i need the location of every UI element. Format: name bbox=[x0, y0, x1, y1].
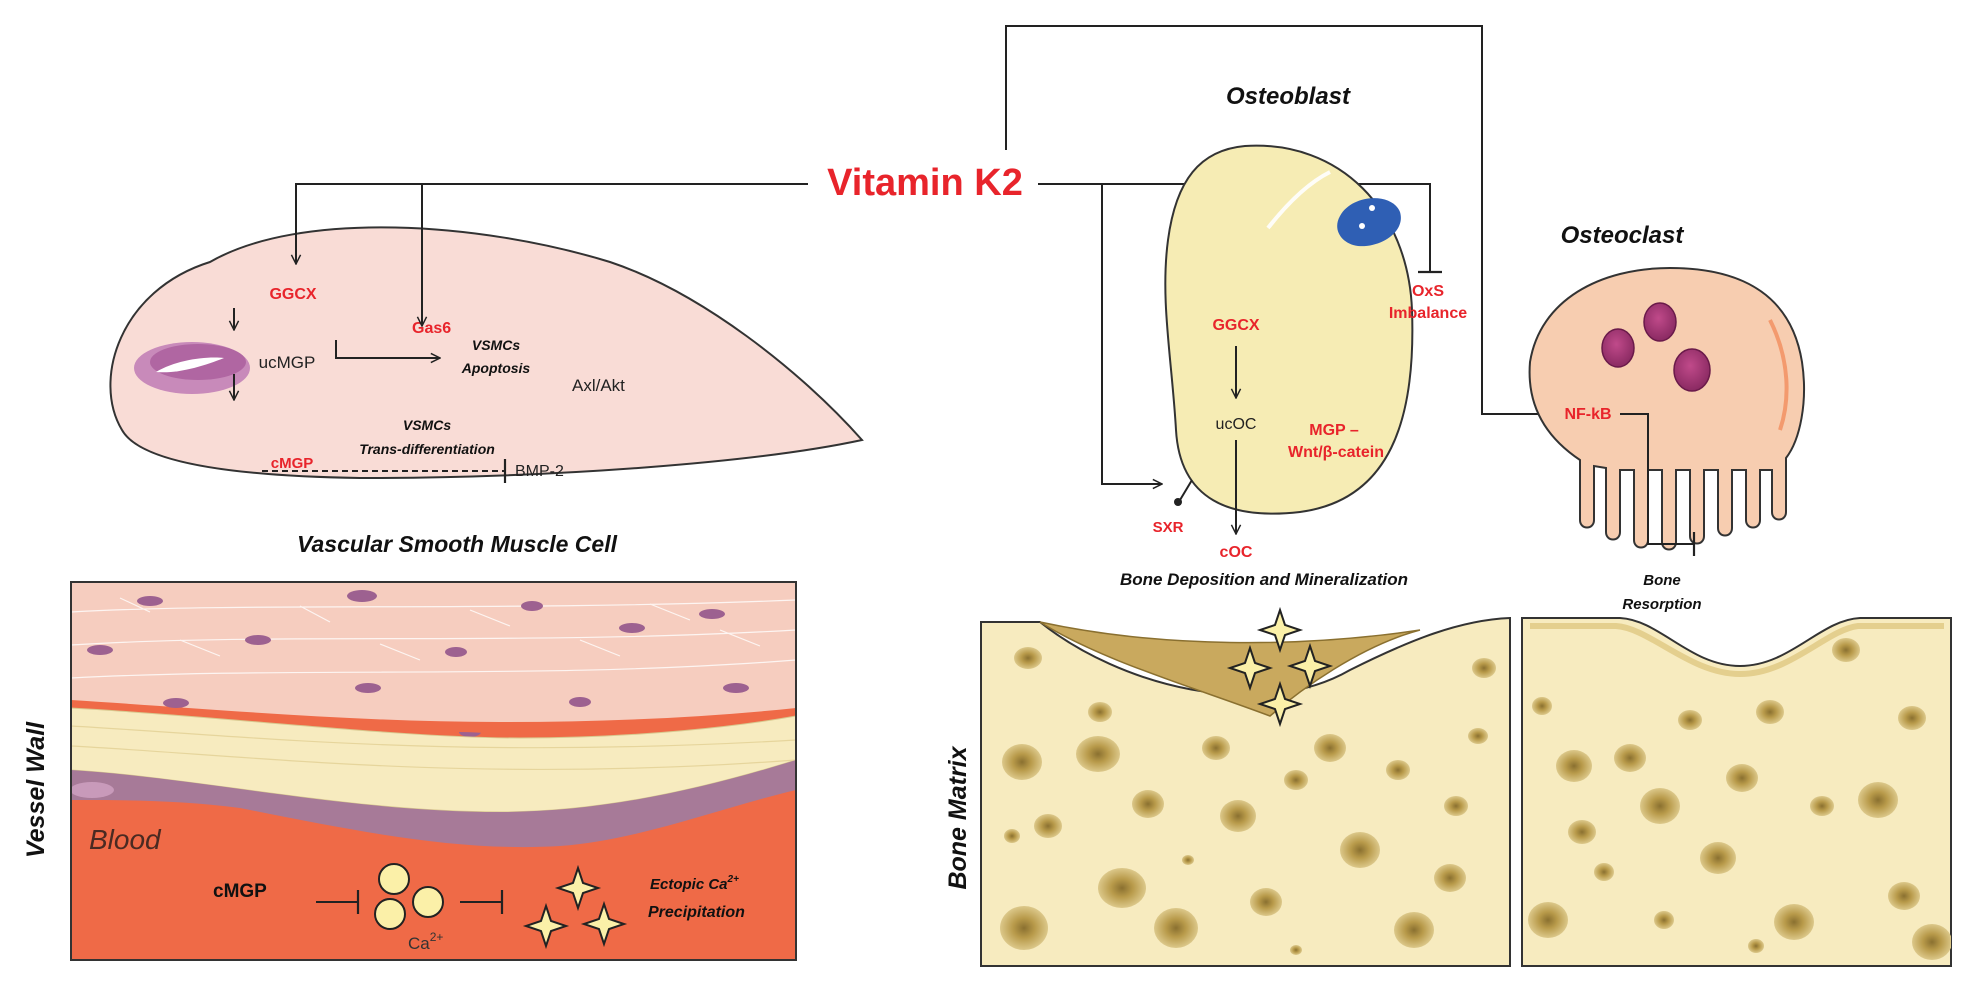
osteoclast-nucleus bbox=[1601, 328, 1635, 368]
osteoblast-title: Osteoblast bbox=[1226, 83, 1351, 110]
vsmc-gas6-label: Gas6 bbox=[412, 320, 451, 337]
vsmc-bmp2-label: BMP-2 bbox=[515, 463, 564, 480]
vsmc-ggcx-label: GGCX bbox=[269, 286, 316, 303]
vsmc-transdiff-label-1: VSMCs bbox=[403, 417, 451, 433]
nfkb-label: NF-kB bbox=[1564, 406, 1611, 423]
vsmc-cmgp-label: cMGP bbox=[271, 455, 314, 472]
bone-matrix-panel-left bbox=[980, 609, 1511, 967]
vsmc-axl-akt-label: Axl/Akt bbox=[572, 376, 625, 395]
vsmc-apoptosis-label-1: VSMCs bbox=[472, 337, 520, 353]
osteoblast-arrows bbox=[1179, 346, 1236, 534]
vsmc-transdiff-label-2: Trans-differentiation bbox=[359, 441, 495, 457]
sxr-label: SXR bbox=[1153, 519, 1184, 536]
osteoclast-cell bbox=[1528, 266, 1805, 551]
vsmc-title: Vascular Smooth Muscle Cell bbox=[297, 531, 618, 557]
ectopic-label-2: Precipitation bbox=[648, 904, 745, 921]
vessel-wall-panel bbox=[70, 581, 797, 961]
bone-resorption-label-1: Bone bbox=[1643, 572, 1681, 589]
sxr-inhibition-dot bbox=[1174, 498, 1182, 506]
osteoclast-nucleus bbox=[1673, 348, 1711, 392]
calcium-label: Ca2+ bbox=[408, 930, 443, 953]
osteoblast-coc-label: cOC bbox=[1220, 544, 1253, 561]
vessel-nuclei bbox=[87, 590, 749, 737]
osteoclast-arrows bbox=[1620, 413, 1696, 556]
osteoblast-ucoc-label: ucOC bbox=[1216, 416, 1257, 433]
vessel-cmgp-label: cMGP bbox=[213, 881, 267, 902]
osteoblast-mgp-label-2: Wnt/β-catein bbox=[1288, 444, 1384, 461]
bone-deposition-label: Bone Deposition and Mineralization bbox=[1120, 570, 1408, 589]
calcium-ion bbox=[378, 863, 410, 895]
ectopic-label-1: Ectopic Ca2+ bbox=[650, 874, 739, 893]
oxs-label-2: Imbalance bbox=[1389, 305, 1467, 322]
vsmc-ucmgp-label: ucMGP bbox=[259, 353, 316, 372]
vsmc-apoptosis-label-2: Apoptosis bbox=[461, 360, 531, 376]
bone-resorption-label-2: Resorption bbox=[1622, 596, 1701, 613]
osteoblast-cell bbox=[1164, 144, 1414, 515]
osteoblast-nucleus bbox=[1337, 198, 1401, 247]
calcium-ion bbox=[374, 898, 406, 930]
calcium-ion bbox=[412, 886, 444, 918]
osteoblast-ggcx-label: GGCX bbox=[1212, 317, 1259, 334]
osteoblast-mgp-label-1: MGP – bbox=[1309, 422, 1359, 439]
bone-matrix-panel-right bbox=[1521, 617, 1952, 967]
blood-label: Blood bbox=[89, 824, 162, 855]
vessel-wall-side-label: Vessel Wall bbox=[22, 721, 50, 858]
vsmc-cell bbox=[109, 226, 864, 480]
bone-matrix-side-label: Bone Matrix bbox=[944, 745, 972, 889]
oxs-label-1: OxS bbox=[1412, 283, 1444, 300]
vsmc-arrows bbox=[234, 308, 507, 483]
osteoclast-title: Osteoclast bbox=[1561, 222, 1685, 249]
osteoclast-nucleus bbox=[1643, 302, 1677, 342]
vitamin-k2-title: Vitamin K2 bbox=[827, 162, 1023, 204]
